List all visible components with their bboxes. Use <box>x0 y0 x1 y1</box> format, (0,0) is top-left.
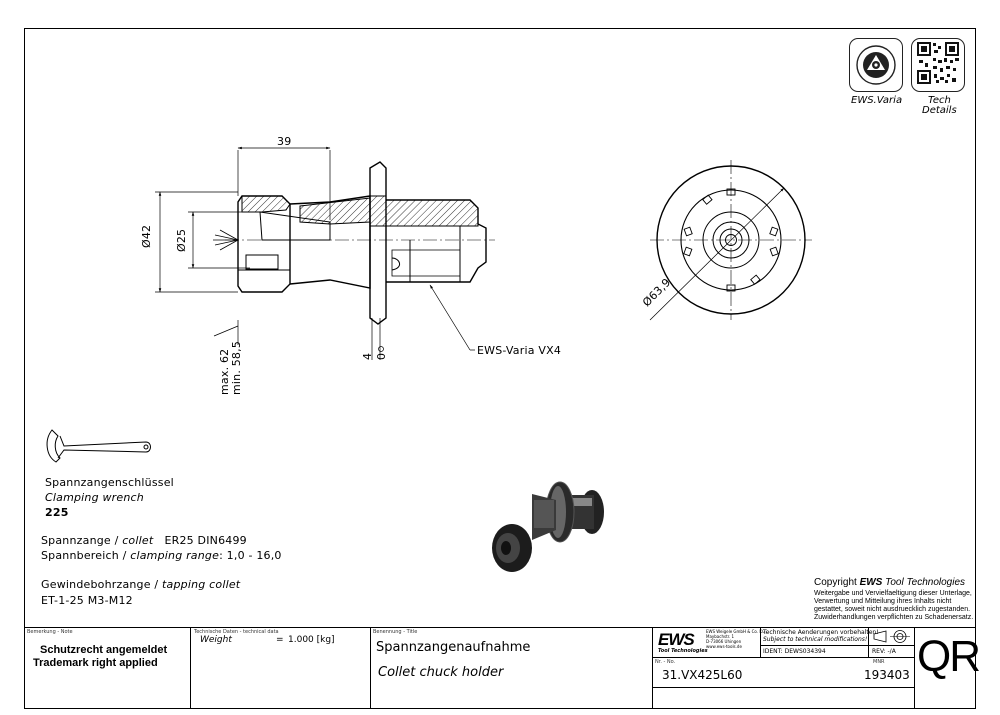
weight-eq: = <box>276 635 284 645</box>
side-view-dimensions <box>155 146 475 360</box>
dim-dia-42: Ø42 <box>140 224 153 248</box>
side-view <box>213 161 495 325</box>
dim-0: 0 <box>375 352 388 360</box>
varia-icon-box[interactable] <box>849 38 903 92</box>
details-label: Details <box>922 105 957 116</box>
tech-data-label: Technische Daten - technical data <box>194 629 279 635</box>
dim-39: 39 <box>277 135 292 148</box>
tech-details-box[interactable] <box>911 38 965 92</box>
mnr-label: MNR <box>873 659 885 665</box>
dim-4: 4 <box>361 352 374 360</box>
qr-code-icon <box>917 42 959 84</box>
varia-label: EWS.Varia <box>851 95 903 106</box>
wrench-en: Clamping wrench <box>45 491 144 504</box>
varia-icon <box>856 45 896 85</box>
drawing-frame <box>24 28 976 709</box>
tapping-spec: ET-1-25 M3-M12 <box>41 594 133 607</box>
tapping-line: Gewindebohrzange / tapping collet <box>41 578 241 591</box>
note-line2: Trademark right applied <box>33 657 158 669</box>
company-address: EWS Weigele GmbH & Co. KG Maybachstr. 1 … <box>706 629 766 649</box>
product-render <box>492 481 604 572</box>
weight-value: 1.000 [kg] <box>288 635 335 645</box>
title-en: Collet chuck holder <box>378 665 504 680</box>
tech-label: Tech <box>928 95 951 106</box>
collet-line: Spannzange / collet ER25 DIN6499 <box>41 534 247 547</box>
changes-de: Technische Aenderungen vorbehalten! <box>763 629 879 636</box>
projection-symbol-icon <box>873 630 910 643</box>
wrench-size: 225 <box>45 506 69 519</box>
copyright-heading: Copyright EWS Tool Technologies <box>814 577 966 588</box>
part-number: 31.VX425L60 <box>662 668 743 682</box>
wrench-de: Spannzangenschlüssel <box>45 476 174 489</box>
ews-logo: EWS <box>658 630 695 649</box>
wrench-icon <box>46 429 151 463</box>
ident: IDENT: DEWS034394 <box>763 648 826 655</box>
dim-min: min. 58,5 <box>230 340 243 395</box>
changes-en: Subject to technical modifications! <box>763 636 868 643</box>
title-de: Spannzangenaufnahme <box>376 640 531 655</box>
note-label: Bemerkung - Note <box>27 629 73 635</box>
note-line1: Schutzrecht angemeldet <box>40 644 168 656</box>
ews-logo-sub: Tool Technologies <box>658 648 708 654</box>
title-label: Benennung - Title <box>373 629 418 635</box>
qr-code-label: QR <box>917 632 981 681</box>
mnr-number: 193403 <box>864 668 910 682</box>
callout-varia: EWS-Varia VX4 <box>477 344 562 357</box>
dim-dia-25: Ø25 <box>175 228 188 252</box>
copyright-text: Weitergabe und Vervielfaeltigung dieser … <box>814 590 974 621</box>
front-view <box>649 160 812 321</box>
nr-label: Nr. - No. <box>655 659 676 665</box>
weight-label: Weight <box>200 635 232 645</box>
rev: REV: -/A <box>872 648 896 655</box>
range-line: Spannbereich / clamping range: 1,0 - 16,… <box>41 549 282 562</box>
